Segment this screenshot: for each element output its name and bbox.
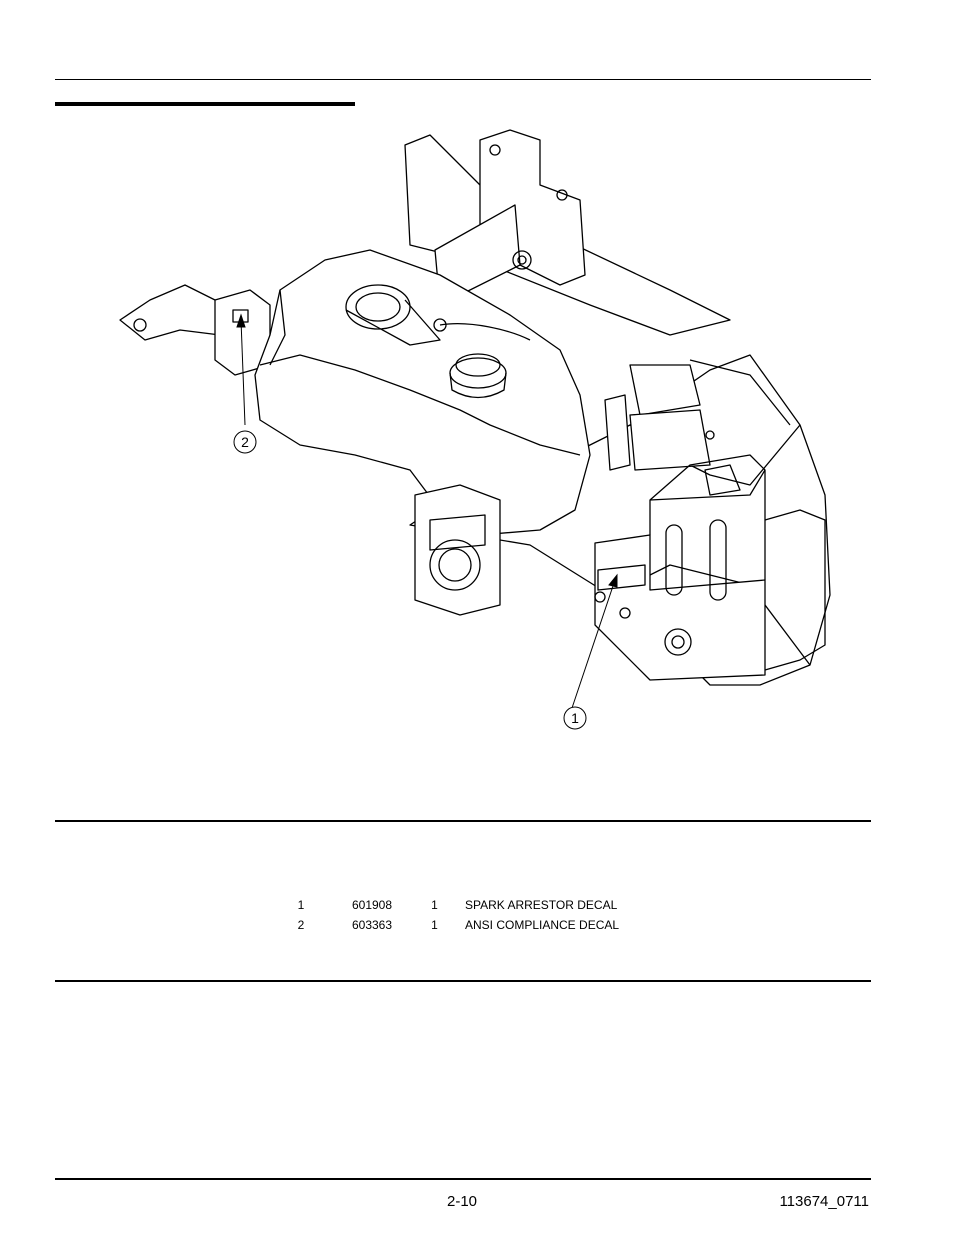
- table-row: 1 601908 1 SPARK ARRESTOR DECAL: [270, 895, 619, 915]
- ref-number: 2: [297, 918, 305, 932]
- part-number: 601908: [351, 898, 393, 912]
- table-row: 2 603363 1 ANSI COMPLIANCE DECAL: [270, 915, 619, 935]
- footer-rule: [55, 1178, 871, 1180]
- quantity: 1: [431, 898, 438, 912]
- part-number: 603363: [351, 918, 393, 932]
- callout-2-number: 2: [241, 434, 249, 450]
- callout-1-number: 1: [571, 710, 579, 726]
- parts-list-top-rule: [55, 820, 871, 822]
- callout-1: 1: [563, 706, 587, 730]
- upper-frame: [404, 129, 731, 336]
- parts-list-table: 1 601908 1 SPARK ARRESTOR DECAL 2 603363…: [270, 895, 619, 935]
- section-title-underline: [55, 102, 355, 106]
- part-description: SPARK ARRESTOR DECAL: [465, 898, 618, 912]
- engine-housing: [604, 364, 715, 471]
- part-description: ANSI COMPLIANCE DECAL: [465, 918, 620, 932]
- front-caster-housing: [414, 484, 501, 616]
- left-arm-bracket: [119, 284, 271, 376]
- callout-2: 2: [233, 430, 257, 454]
- page-number: 2-10: [447, 1193, 478, 1210]
- header-rule: [55, 79, 871, 80]
- document-number: 113674_0711: [779, 1193, 869, 1210]
- spark-arrestor-guard: [594, 454, 826, 681]
- parts-list-bottom-rule: [55, 980, 871, 982]
- spark-arrestor-decal-label: [597, 564, 646, 591]
- decal-location-illustration: 2 1: [119, 129, 831, 730]
- quantity: 1: [431, 918, 438, 932]
- fuel-tank: [254, 249, 591, 536]
- ref-number: 1: [297, 898, 305, 912]
